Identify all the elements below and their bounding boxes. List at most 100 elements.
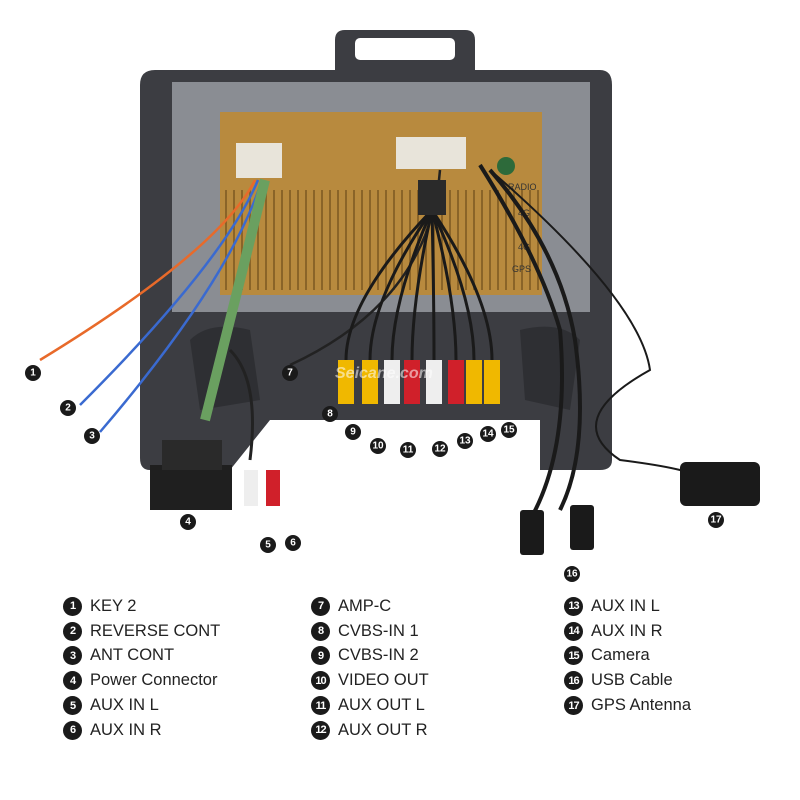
cable-junction (418, 180, 446, 215)
number-badge-icon: 10 (311, 671, 330, 691)
legend-item: 13 AUX IN L (564, 594, 691, 619)
callout-number: 15 (503, 425, 515, 436)
callout-number: 3 (89, 431, 95, 442)
rca-plug (484, 360, 500, 404)
legend-label: AUX IN R (90, 720, 162, 739)
callout-number: 17 (710, 515, 722, 526)
legend-item: 4 Power Connector (63, 668, 220, 693)
legend-label: CVBS-IN 2 (338, 646, 419, 665)
wire-harness (39, 163, 701, 521)
usb-connector-1 (520, 510, 544, 555)
callout-marker: 12 (432, 441, 448, 457)
legend-item: 2 REVERSE CONT (63, 619, 220, 644)
number-badge-icon: 7 (311, 596, 330, 616)
legend-item: 17 GPS Antenna (564, 693, 691, 718)
callout-marker: 16 (564, 566, 580, 582)
callout-number: 5 (265, 540, 271, 551)
callout-marker: 14 (480, 426, 496, 442)
legend-label: ANT CONT (90, 646, 175, 665)
number-badge-icon: 2 (63, 621, 82, 641)
gps-port-label: GPS (512, 264, 531, 274)
rca-plug (384, 360, 400, 404)
callout-marker: 3 (84, 428, 100, 444)
number-badge-icon: 1 (63, 596, 82, 616)
legend-item: 7 AMP-C (311, 594, 429, 619)
callout-number: 13 (459, 436, 471, 447)
4g-port-label-2: 4G (518, 242, 530, 252)
number-badge-icon: 5 (63, 696, 82, 716)
gps-antenna (680, 462, 760, 506)
number-badge-icon: 17 (564, 696, 583, 716)
callout-number: 14 (482, 429, 494, 440)
legend-label: KEY 2 (90, 596, 137, 615)
legend-label: REVERSE CONT (90, 621, 221, 640)
number-badge-icon: 11 (311, 696, 330, 716)
callout-marker: 17 (708, 512, 724, 528)
legend-item: 1 KEY 2 (63, 594, 220, 619)
legend: 1 KEY 2 2 REVERSE CONT 3 ANT CONT 4 Power Conne… (0, 594, 800, 744)
legend-label: Camera (591, 646, 650, 665)
rca-plug (404, 360, 420, 404)
legend-item: 3 ANT CONT (63, 644, 220, 669)
callout-marker: 10 (370, 438, 386, 454)
rca-plug (338, 360, 354, 404)
callout-marker: 11 (400, 442, 416, 458)
callout-marker: 2 (60, 400, 76, 416)
callout-number: 1 (30, 368, 36, 379)
power-connector (150, 465, 232, 510)
number-badge-icon: 6 (63, 720, 82, 740)
legend-label: GPS Antenna (591, 696, 691, 715)
legend-label: AUX OUT R (338, 720, 428, 739)
callout-marker: 6 (285, 535, 301, 551)
number-badge-icon: 8 (311, 621, 330, 641)
legend-label: USB Cable (591, 671, 673, 690)
number-badge-icon: 13 (564, 596, 583, 616)
legend-item: 10 VIDEO OUT (311, 668, 429, 693)
callout-marker: 7 (282, 365, 298, 381)
callout-number: 4 (185, 517, 191, 528)
callout-number: 10 (372, 441, 384, 452)
callout-number: 2 (65, 403, 71, 414)
legend-item: 6 AUX IN R (63, 718, 220, 743)
legend-label: AUX IN L (90, 696, 159, 715)
legend-label: AUX IN L (591, 596, 660, 615)
callout-marker: 15 (501, 422, 517, 438)
callout-number: 12 (434, 444, 446, 455)
legend-label: AUX OUT L (338, 696, 425, 715)
aux-in-l-plug (244, 470, 258, 506)
legend-label: AUX IN R (591, 621, 663, 640)
callout-number: 9 (350, 427, 356, 438)
legend-item: 9 CVBS-IN 2 (311, 644, 429, 669)
rca-plug (466, 360, 482, 404)
number-badge-icon: 9 (311, 646, 330, 666)
legend-item: 11 AUX OUT L (311, 693, 429, 718)
callout-number: 6 (290, 538, 296, 549)
rca-plugs (338, 360, 500, 404)
number-badge-icon: 4 (63, 671, 82, 691)
aux-in-r-plug (266, 470, 280, 506)
callout-marker: 9 (345, 424, 361, 440)
usb-connector-2 (570, 505, 594, 550)
legend-label: Power Connector (90, 671, 218, 690)
legend-label: AMP-C (338, 596, 392, 615)
legend-label: VIDEO OUT (338, 671, 429, 690)
callout-number: 8 (327, 409, 333, 420)
callout-number: 16 (566, 569, 578, 580)
legend-column-1: 1 KEY 2 2 REVERSE CONT 3 ANT CONT 4 Power Conne… (63, 594, 220, 743)
number-badge-icon: 3 (63, 646, 82, 666)
number-badge-icon: 16 (564, 671, 583, 691)
callout-marker: 1 (25, 365, 41, 381)
legend-item: 5 AUX IN L (63, 693, 220, 718)
head-unit-back: RADIO 4G 4G GPS (220, 112, 542, 295)
watermark: Seicane.com (335, 365, 433, 382)
callout-number: 7 (287, 368, 293, 379)
callout-number: 11 (403, 445, 414, 456)
callout-marker: 4 (180, 514, 196, 530)
